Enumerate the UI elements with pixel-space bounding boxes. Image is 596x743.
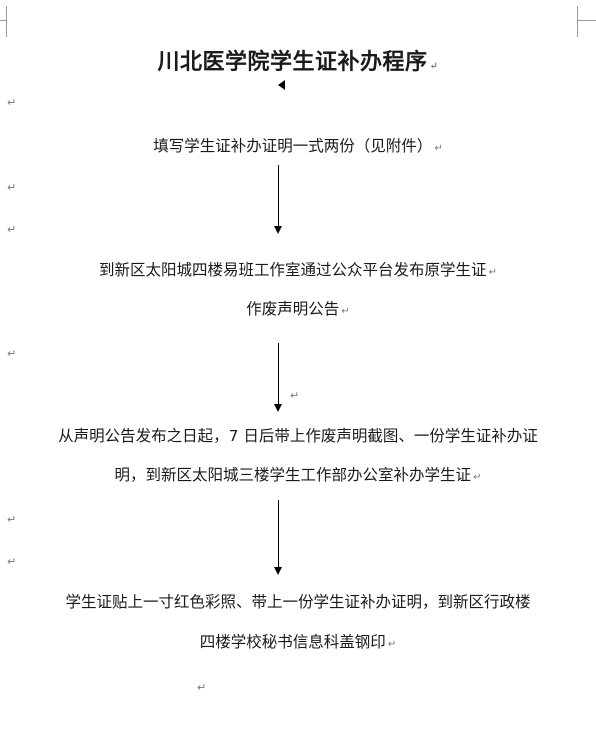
paragraph-mark-icon: ↵ (7, 513, 17, 526)
paragraph-mark-icon: ↵ (488, 267, 497, 278)
flow-arrow-1 (274, 165, 282, 234)
step-4-line-2: 四楼学校秘书信息科盖钢印↵ (199, 633, 397, 651)
paragraph-mark-icon: ↵ (7, 347, 17, 360)
paragraph-mark-icon: ↵ (290, 389, 300, 402)
paragraph-mark-icon: ↵ (7, 181, 17, 194)
step-4-line-1: 学生证贴上一寸红色彩照、带上一份学生证补办证明，到新区行政楼 (65, 593, 531, 611)
crop-mark-left (6, 6, 7, 20)
title-text: 川北医学院学生证补办程序 (157, 49, 428, 75)
paragraph-mark-icon: ↵ (7, 555, 17, 568)
paragraph-mark-icon: ↵ (429, 61, 439, 72)
paragraph-mark-icon: ↵ (341, 306, 350, 317)
step-3-line-2: 明，到新区太阳城三楼学生工作部办公室补办学生证↵ (114, 466, 482, 484)
paragraph-mark-icon: ↵ (434, 143, 443, 154)
paragraph-mark-icon: ↵ (7, 96, 17, 109)
crop-mark-right (577, 6, 578, 20)
step-2-line-1: 到新区太阳城四楼易班工作室通过公众平台发布原学生证↵ (99, 261, 497, 279)
flow-arrow-2 (274, 343, 282, 412)
paragraph-mark-icon: ↵ (7, 223, 17, 236)
crop-mark-right-corner (577, 20, 596, 37)
page-title: 川北医学院学生证补办程序↵ (0, 44, 596, 76)
flow-arrow-3 (274, 500, 282, 575)
step-2-line-2: 作废声明公告↵ (246, 300, 350, 318)
paragraph-mark-icon: ↵ (473, 472, 482, 483)
step-1-line-1: 填写学生证补办证明一式两份（见附件）↵ (153, 137, 443, 155)
cursor-arrow-icon (278, 80, 285, 90)
paragraph-mark-icon: ↵ (197, 681, 207, 694)
step-3-line-1: 从声明公告发布之日起，7 日后带上作废声明截图、一份学生证补办证 (58, 427, 538, 445)
paragraph-mark-icon: ↵ (387, 639, 397, 650)
crop-mark-left-corner (0, 20, 7, 37)
